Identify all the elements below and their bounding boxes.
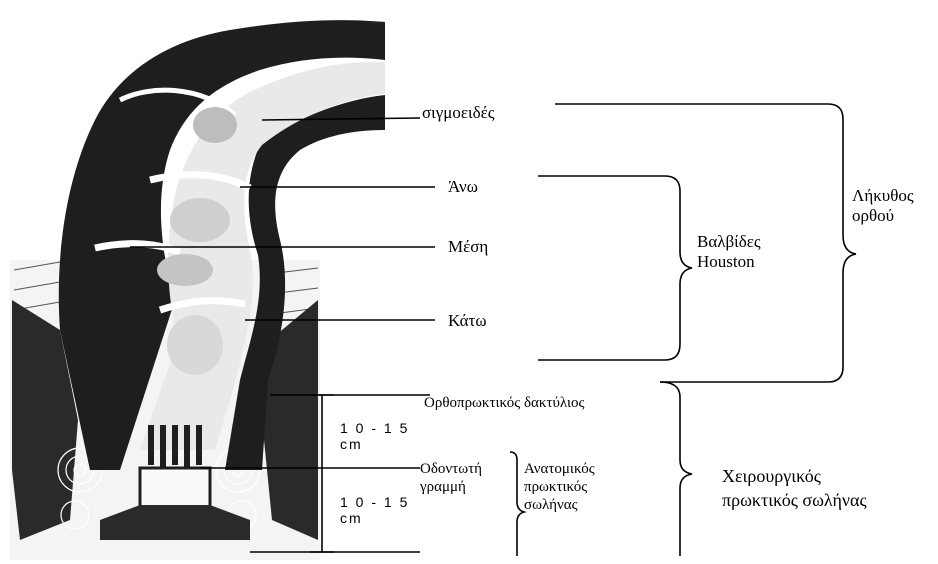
label-surgical-anal-canal-2: πρωκτικός σωλήνας [722, 488, 867, 512]
label-anatomic-anal-canal-2: πρωκτικός [524, 478, 595, 496]
label-measure-upper-value: 1 0 - 1 5 [340, 420, 409, 436]
label-rectal-ampulla: Λήκυθος ορθού [852, 186, 914, 226]
label-measure-lower-value: 1 0 - 1 5 [340, 494, 409, 510]
label-houston-valves-line2: Houston [697, 252, 761, 272]
label-surgical-anal-canal-1: Χειρουργικός [722, 464, 867, 488]
bracket-houston [538, 176, 692, 360]
anal-canal [140, 468, 210, 510]
bracket-anatomic [510, 452, 524, 556]
label-rectal-ampulla-line2: ορθού [852, 206, 914, 226]
label-anatomic-anal-canal-3: σωλήνας [524, 496, 595, 514]
label-anatomic-anal-canal-1: Ανατομικός [524, 460, 595, 478]
label-measure-upper-unit: cm [340, 436, 409, 452]
label-houston-upper: Άνω [448, 177, 478, 197]
rectum-illustration [10, 20, 385, 560]
label-measure-upper: 1 0 - 1 5 cm [340, 420, 409, 452]
label-anorectal-ring: Ορθοπρωκτικός δακτύλιος [424, 394, 584, 412]
label-surgical-anal-canal: Χειρουργικός πρωκτικός σωλήνας [722, 464, 867, 512]
label-sigmoid: σιγμοειδές [422, 103, 494, 123]
label-measure-lower-unit: cm [340, 510, 409, 526]
label-dentate-line-1: Οδοντωτή [420, 460, 482, 478]
label-anatomic-anal-canal: Ανατομικός πρωκτικός σωλήνας [524, 460, 595, 514]
label-dentate-line: Οδοντωτή γραμμή [420, 460, 482, 496]
label-houston-valves-line1: Βαλβίδες [697, 232, 761, 252]
label-dentate-line-2: γραμμή [420, 478, 482, 496]
label-houston-middle: Μέση [448, 237, 488, 257]
label-houston-valves: Βαλβίδες Houston [697, 232, 761, 272]
label-rectal-ampulla-line1: Λήκυθος [852, 186, 914, 206]
label-measure-lower: 1 0 - 1 5 cm [340, 494, 409, 526]
label-houston-lower: Κάτω [448, 311, 487, 331]
bracket-surgical [660, 382, 692, 556]
